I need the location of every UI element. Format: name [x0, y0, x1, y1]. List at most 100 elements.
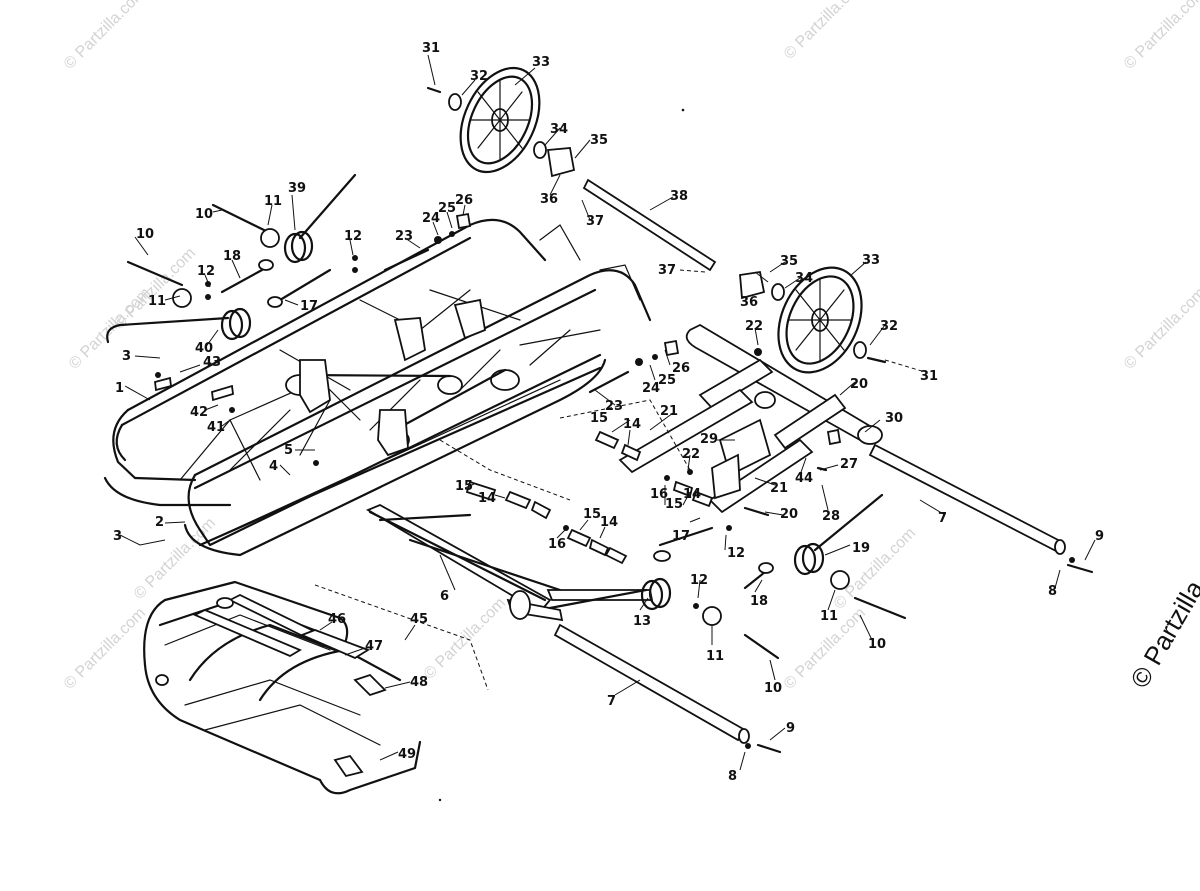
callout: 10: [764, 681, 782, 696]
callout: 12: [344, 229, 362, 244]
callout: 23: [605, 399, 623, 414]
callout: 12: [197, 264, 215, 279]
callout: 35: [590, 133, 608, 148]
callout: 35: [780, 254, 798, 269]
callout: 38: [670, 189, 688, 204]
callout: 40: [195, 341, 213, 356]
watermark: © Partzilla.com: [781, 0, 869, 63]
callout: 41: [207, 420, 225, 435]
spring-13: [548, 577, 672, 611]
callout: 25: [658, 373, 676, 388]
callout: 21: [770, 481, 788, 496]
callout: 39: [288, 181, 306, 196]
callout: 30: [885, 411, 903, 426]
watermark: © Partzilla.com: [421, 595, 509, 683]
callout: 9: [1095, 529, 1104, 544]
callout: 15: [590, 411, 608, 426]
callout: 14: [478, 491, 496, 506]
callout: 12: [727, 546, 745, 561]
callout: 14: [600, 515, 618, 530]
callout: 10: [195, 207, 213, 222]
side-watermark: © Partzilla: [1124, 575, 1200, 693]
callout: 24: [642, 381, 660, 396]
spring-39: [283, 173, 357, 264]
callout: 44: [795, 471, 813, 486]
callout: 45: [410, 612, 428, 627]
spring-19: [793, 493, 884, 576]
callout: 23: [395, 229, 413, 244]
callout: 17: [300, 299, 318, 314]
watermark: © Partzilla.com: [1121, 285, 1200, 373]
callout: 15: [455, 479, 473, 494]
callout: 8: [1048, 584, 1057, 599]
callout: 27: [840, 457, 858, 472]
watermark: © Partzilla.com: [1121, 0, 1200, 73]
callout: 3: [113, 529, 122, 544]
watermark: © Partzilla.com: [831, 525, 919, 613]
callout: 1: [115, 381, 124, 396]
callout: 21: [660, 404, 678, 419]
watermark: © Partzilla.com: [61, 605, 149, 693]
idler-wheels: [448, 66, 867, 374]
callout: 46: [328, 612, 346, 627]
callout: 11: [264, 194, 282, 209]
callout: 16: [548, 537, 566, 552]
watermark-layer: © Partzilla.com © Partzilla.com © Partzi…: [61, 0, 1200, 693]
callout: 15: [583, 507, 601, 522]
callout: 33: [532, 55, 550, 70]
idler-wheel-lower: [777, 266, 863, 374]
callout: 20: [780, 507, 798, 522]
callout: 43: [203, 355, 221, 370]
callout: 37: [586, 214, 604, 229]
callout: 12: [690, 573, 708, 588]
callout: 26: [672, 361, 690, 376]
callout: 19: [852, 541, 870, 556]
callout: 18: [750, 594, 768, 609]
callout: 24: [422, 211, 440, 226]
callout: 42: [190, 405, 208, 420]
callout: 37: [658, 263, 676, 278]
callout: 34: [550, 122, 568, 137]
callout: 34: [795, 271, 813, 286]
callout: 20: [850, 377, 868, 392]
callout: 17: [672, 529, 690, 544]
callout: 10: [868, 637, 886, 652]
slide-rail-frame: [103, 218, 652, 557]
callout: 14: [683, 487, 701, 502]
leader-lines: [119, 54, 1096, 771]
callout: 26: [455, 193, 473, 208]
callout: 7: [607, 694, 616, 709]
callout: 47: [365, 639, 383, 654]
callout: 49: [398, 747, 416, 762]
callout: 15: [665, 497, 683, 512]
callout: 36: [540, 192, 558, 207]
callout: 5: [284, 443, 293, 458]
callout: 31: [422, 41, 440, 56]
callout: 9: [786, 721, 795, 736]
callout: 16: [650, 487, 668, 502]
hardware: [126, 86, 1094, 754]
callout: 22: [682, 447, 700, 462]
idler-wheel-upper: [459, 66, 541, 174]
callout: 25: [438, 201, 456, 216]
watermark: © Partzilla.com: [61, 0, 149, 73]
callout: 4: [269, 459, 278, 474]
callout: 11: [148, 294, 166, 309]
callout: 14: [623, 417, 641, 432]
callout: 13: [633, 614, 651, 629]
callout-labels: 31 32 33 34 35 36 37 38 37 35 34 33 36 3…: [113, 41, 1104, 784]
shield-assembly: [143, 580, 489, 795]
rear-arm-assembly: [618, 323, 883, 514]
callout: 11: [706, 649, 724, 664]
callout: 11: [820, 609, 838, 624]
spring-40: [106, 307, 252, 344]
callout: 29: [700, 432, 718, 447]
callout: 28: [822, 509, 840, 524]
front-arm-assembly: [365, 443, 1066, 744]
callout: 3: [122, 349, 131, 364]
callout: 6: [440, 589, 449, 604]
callout: 22: [745, 319, 763, 334]
callout: 10: [136, 227, 154, 242]
